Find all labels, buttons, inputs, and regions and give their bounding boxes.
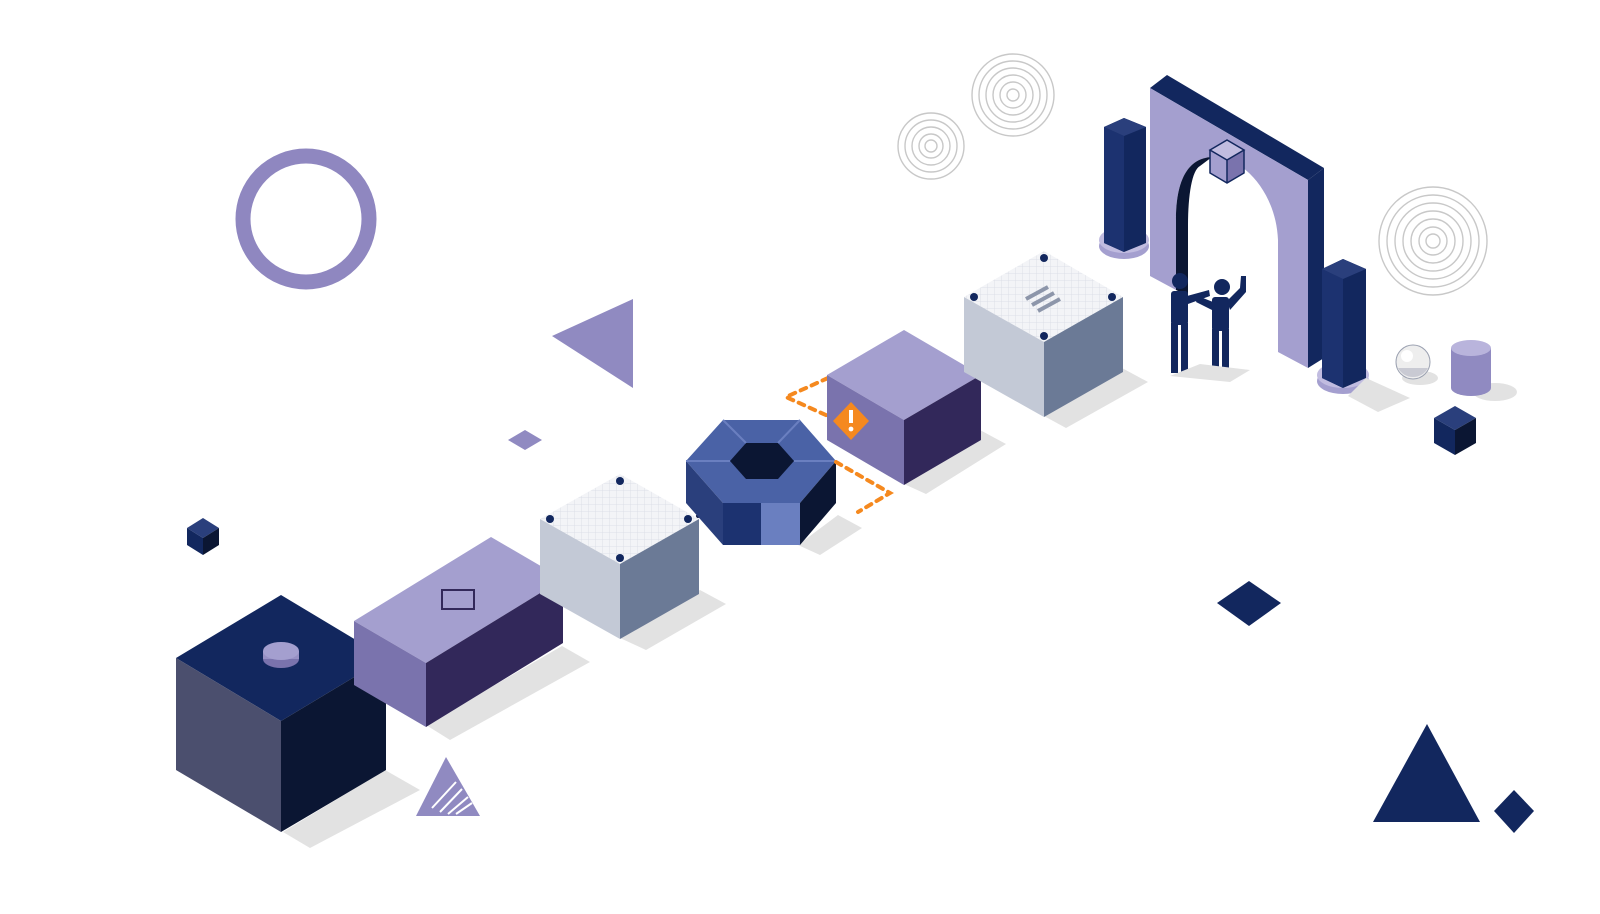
- navy-diamond-shape: [1217, 581, 1281, 626]
- grid-cube-block: [540, 474, 699, 639]
- small-lavender-diamond-shape: [508, 430, 542, 450]
- lavender-slab-block: [354, 537, 563, 727]
- arch-gateway: [1099, 75, 1410, 412]
- hatched-triangle-shape: [416, 757, 480, 816]
- block-shadows: [283, 368, 1148, 848]
- person-right: [1196, 276, 1246, 379]
- navy-triangle-shape: [1373, 724, 1480, 822]
- concentric-rings-top: [971, 53, 1055, 137]
- hexagon-ring-block: [686, 419, 836, 545]
- lavender-cylinder: [1451, 340, 1517, 401]
- concentric-rings-mid: [897, 112, 965, 180]
- warning-icon: [833, 402, 869, 440]
- navy-cube-block: [176, 595, 386, 832]
- warning-dashed-outline: [781, 376, 894, 514]
- lavender-ring-shape: [235, 148, 377, 290]
- small-navy-cube-left: [187, 518, 219, 555]
- purple-cube-block: [827, 330, 981, 485]
- lavender-triangle-shape: [552, 299, 633, 388]
- small-navy-cube-right: [1434, 406, 1476, 455]
- grid-cube-block-right: [964, 251, 1123, 417]
- person-figures: [1170, 273, 1250, 382]
- navy-small-diamond-shape: [1494, 790, 1534, 833]
- white-sphere: [1395, 344, 1438, 385]
- concentric-rings-right: [1378, 186, 1488, 296]
